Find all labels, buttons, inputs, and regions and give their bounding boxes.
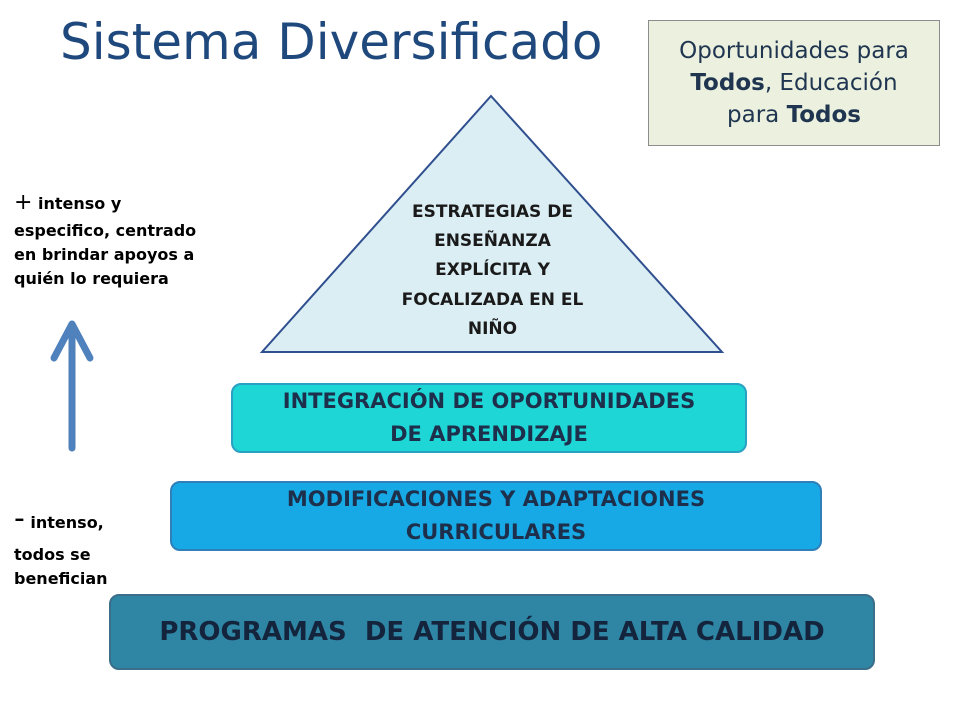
motto-line-2: Todos, Educación [655, 67, 933, 99]
motto-line-3-pre: para [727, 102, 787, 129]
apex-label: ESTRATEGIAS DE ENSEÑANZA EXPLÍCITA Y FOC… [380, 198, 605, 344]
high-note-line-1: + intenso y [14, 186, 224, 219]
high-note-line-3: en brindar apoyos a [14, 245, 195, 264]
page-title: Sistema Diversificado [60, 13, 603, 71]
high-note-text-1: intenso y [32, 194, 122, 213]
high-note-line-4: quién lo requiera [14, 269, 169, 288]
arrow-up-icon [50, 320, 94, 452]
level3-label: PROGRAMAS DE ATENCIÓN DE ALTA CALIDAD [159, 617, 825, 647]
level-modifications-bar: MODIFICACIONES Y ADAPTACIONES CURRICULAR… [170, 481, 822, 551]
intensity-low-note: - intenso, todos se benefician [14, 496, 164, 592]
low-note-line-2: todos se [14, 544, 91, 564]
low-note-text-1: intenso, [24, 513, 104, 532]
apex-line-1: ESTRATEGIAS DE [412, 202, 573, 222]
apex-line-4: FOCALIZADA EN EL [401, 289, 584, 310]
motto-box: Oportunidades para Todos, Educación para… [648, 20, 940, 146]
level2-line-2: CURRICULARES [405, 520, 587, 544]
level-integration-bar: INTEGRACIÓN DE OPORTUNIDADES DE APRENDIZ… [231, 383, 747, 453]
low-note-line-1: - intenso, [14, 496, 164, 543]
high-note-line-2: especifico, centrado [14, 221, 197, 240]
motto-line-1: Oportunidades para [679, 37, 909, 64]
pyramid-apex-triangle [259, 94, 725, 353]
apex-line-3: EXPLÍCITA Y [435, 260, 550, 281]
apex-line-2: ENSEÑANZA [434, 231, 551, 252]
motto-line-2-rest: , Educación [764, 69, 898, 96]
level1-line-2: DE APRENDIZAJE [390, 422, 588, 446]
level-programs-bar: PROGRAMAS DE ATENCIÓN DE ALTA CALIDAD [109, 594, 875, 670]
plus-symbol: + [14, 190, 33, 215]
motto-line-3-bold: Todos [786, 102, 861, 129]
low-note-line-3: benefician [14, 569, 108, 589]
apex-line-5: NIÑO [467, 318, 518, 339]
intensity-high-note: + intenso y especifico, centrado en brin… [14, 186, 224, 291]
level2-line-1: MODIFICACIONES Y ADAPTACIONES [286, 487, 706, 512]
motto-line-2-bold: Todos [690, 69, 765, 96]
motto-line-3: para Todos [655, 99, 933, 131]
level1-line-1: INTEGRACIÓN DE OPORTUNIDADES [282, 389, 696, 414]
minus-symbol: - [14, 501, 25, 536]
